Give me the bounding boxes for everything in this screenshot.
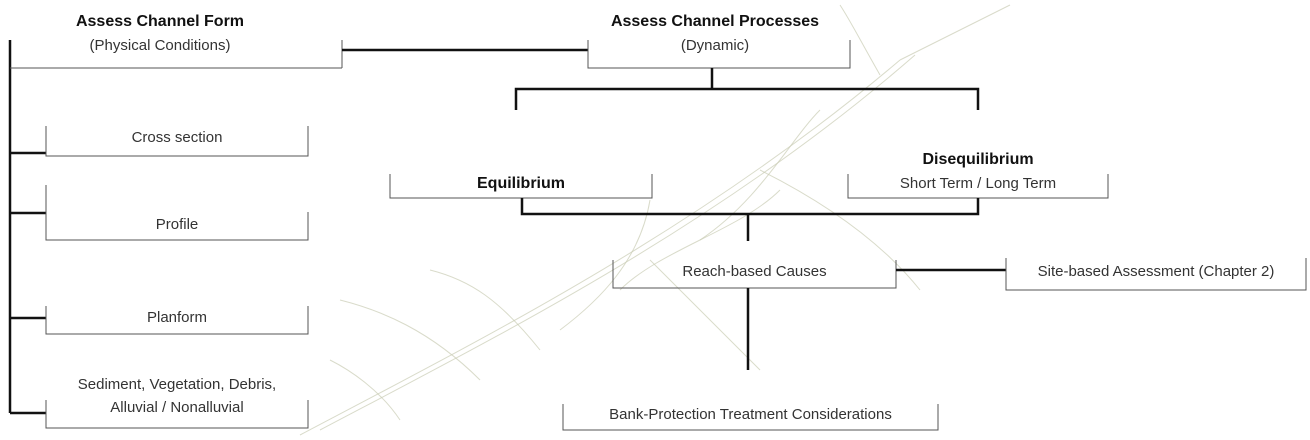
form-item-sediment: Sediment, Vegetation, Debris,: [77, 376, 277, 393]
disequilibrium-title: Disequilibrium: [922, 151, 1034, 168]
bracket-sediment: [45, 400, 309, 429]
site-based-assessment: Site-based Assessment (Chapter 2): [1037, 263, 1275, 280]
form-item-cross-section: Cross section: [131, 129, 223, 146]
processes-bracket: [587, 40, 851, 69]
bank-bracket: [562, 404, 939, 431]
reach-bracket: [612, 260, 897, 289]
bracket-cross-section: [45, 126, 309, 157]
form-item-profile: Profile: [155, 216, 199, 233]
bracket-profile: [45, 185, 309, 241]
join-bar: [520, 198, 980, 216]
bank-protection-considerations: Bank-Protection Treatment Considerations: [609, 406, 892, 423]
processes-title: Assess Channel Processes: [610, 13, 820, 30]
disequilibrium-subtitle: Short Term / Long Term: [899, 175, 1057, 192]
form-title: Assess Channel Form: [75, 13, 245, 30]
site-bracket: [1005, 258, 1307, 291]
background-root-sketch: [299, 4, 1011, 436]
processes-split-bar: [514, 87, 980, 110]
form-item-alluvial: Alluvial / Nonalluvial: [110, 399, 244, 416]
form-subtitle: (Physical Conditions): [89, 37, 231, 54]
equilibrium-label: Equilibrium: [477, 175, 565, 192]
bracket-planform: [45, 306, 309, 335]
form-item-planform: Planform: [146, 309, 208, 326]
processes-subtitle: (Dynamic): [680, 37, 750, 54]
reach-based-causes: Reach-based Causes: [682, 263, 827, 280]
